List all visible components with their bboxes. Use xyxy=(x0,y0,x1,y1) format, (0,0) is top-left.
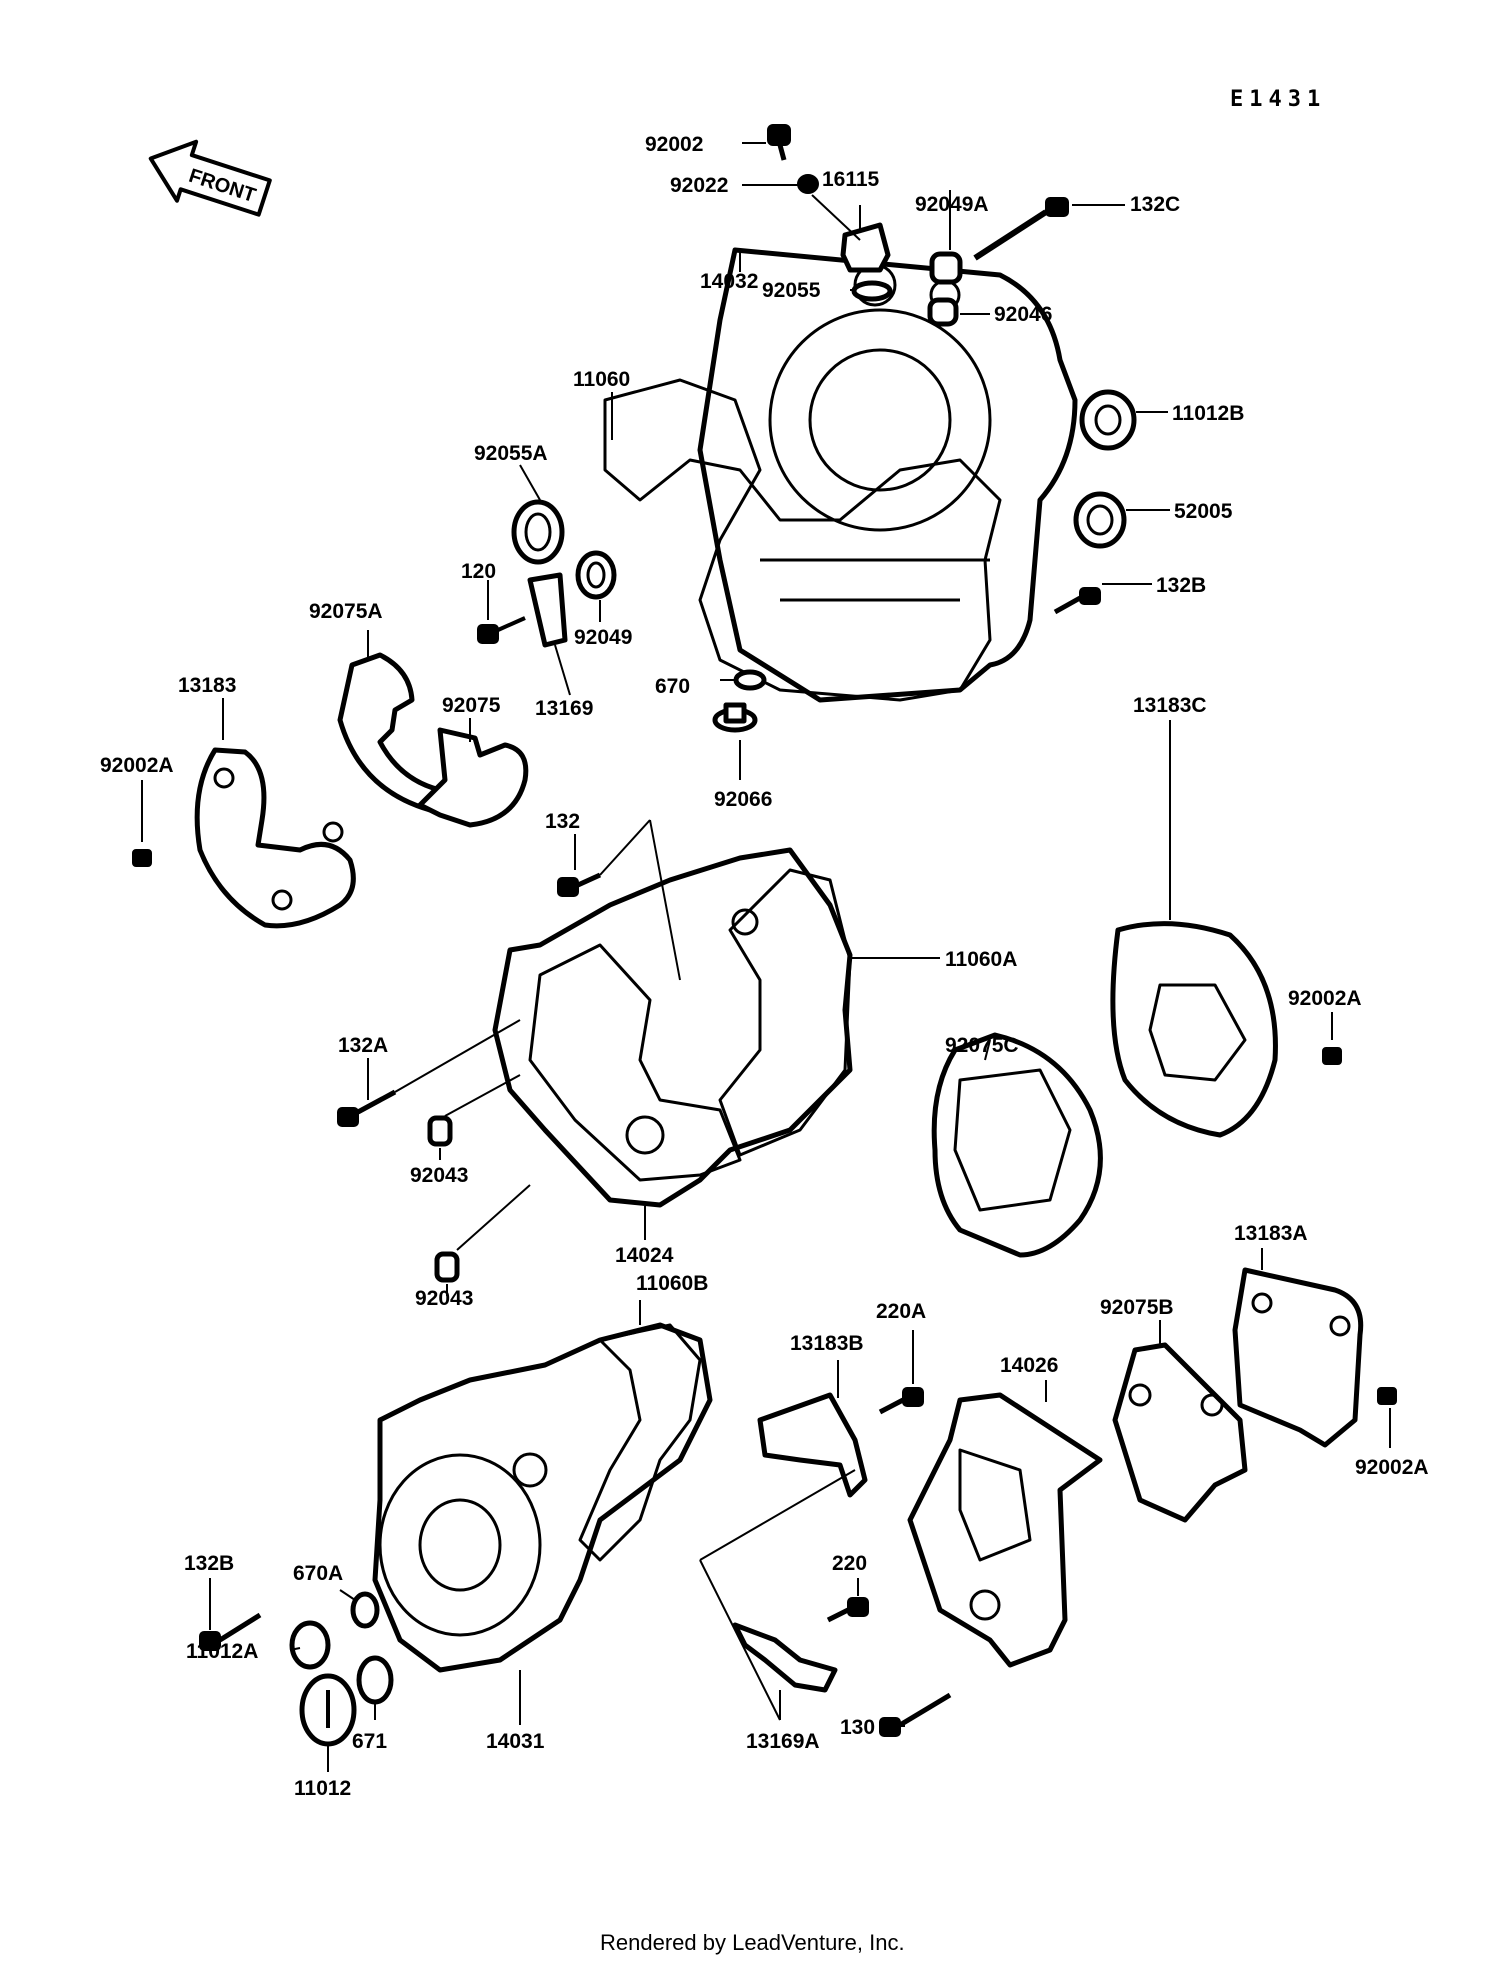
cover-gasket-11060 xyxy=(603,378,1002,702)
guard-plate-92075B xyxy=(1112,1342,1248,1523)
generator-cover-14031 xyxy=(372,1322,713,1673)
o-ring-670A xyxy=(350,1591,380,1629)
label-13183B: 13183B xyxy=(790,1332,864,1355)
oil-filler-cap-16115 xyxy=(840,222,891,273)
label-13169: 13169 xyxy=(535,697,593,720)
cap-11012A xyxy=(289,1620,331,1670)
bolt-92002A-low xyxy=(1377,1387,1397,1405)
label-92046: 92046 xyxy=(994,303,1052,326)
label-16115: 16115 xyxy=(822,168,880,191)
bracket-13169A xyxy=(732,1622,838,1693)
bracket-13169 xyxy=(527,572,568,648)
bolt-132C xyxy=(973,197,1069,261)
oil-seal-11012B xyxy=(1079,389,1137,451)
label-132A: 132A xyxy=(338,1034,388,1057)
label-92075: 92075 xyxy=(442,694,501,717)
guard-plate-92075A xyxy=(337,652,443,813)
label-92075C: 92075C xyxy=(945,1034,1019,1057)
bolt-92002A-right xyxy=(1322,1047,1342,1065)
label-92002: 92002 xyxy=(645,133,703,156)
label-220: 220 xyxy=(832,1552,867,1575)
washer-670 xyxy=(733,669,767,691)
collar-92046 xyxy=(927,297,959,327)
label-92075B: 92075B xyxy=(1100,1296,1174,1319)
oil-seal-92055A xyxy=(511,499,565,565)
label-220A: 220A xyxy=(876,1300,926,1323)
o-ring-92055 xyxy=(851,280,893,302)
label-92075A: 92075A xyxy=(309,600,383,623)
label-132B-top: 132B xyxy=(1156,574,1206,597)
leader-lines xyxy=(141,142,1391,1772)
label-14024: 14024 xyxy=(615,1244,674,1267)
label-11060: 11060 xyxy=(573,368,630,391)
bolt-92002A-left xyxy=(132,849,152,867)
bolt-132B-low xyxy=(199,1612,262,1651)
cap-11012 xyxy=(299,1673,357,1747)
bolt-92002 xyxy=(767,124,791,161)
label-92043-a: 92043 xyxy=(410,1164,468,1187)
engine-sprocket-cover-14026 xyxy=(907,1392,1103,1668)
dowel-pin-92043-a xyxy=(427,1115,453,1147)
washer-92022 xyxy=(797,174,819,194)
label-120: 120 xyxy=(461,560,496,583)
dowel-pin-92043-b xyxy=(434,1251,460,1283)
cover-plate-13183 xyxy=(194,747,356,929)
cover-plate-13183A xyxy=(1232,1267,1364,1448)
label-11060A: 11060A xyxy=(945,948,1017,971)
front-arrow-icon: FRONT xyxy=(148,139,272,217)
label-92002A-right: 92002A xyxy=(1288,987,1362,1010)
seal-52005 xyxy=(1073,491,1127,549)
washer-92049 xyxy=(575,550,617,600)
label-92022: 92022 xyxy=(670,174,728,197)
bolt-220A xyxy=(878,1387,924,1415)
bolt-132B-top xyxy=(1053,587,1101,615)
o-ring-671 xyxy=(356,1655,394,1705)
label-11012A: 11012A xyxy=(186,1640,258,1663)
label-14032: 14032 xyxy=(700,270,758,293)
label-92002A-low: 92002A xyxy=(1355,1456,1429,1479)
label-11060B: 11060B xyxy=(636,1272,708,1295)
label-11012: 11012 xyxy=(294,1777,351,1800)
label-670A: 670A xyxy=(293,1562,343,1585)
part-labels: 92002 92022 16115 92049A 132C 14032 9205… xyxy=(100,133,1429,1800)
footer-credit: Rendered by LeadVenture, Inc. xyxy=(600,1930,905,1955)
diagram-code: E1431 xyxy=(1230,87,1326,112)
guard-plate-92075 xyxy=(417,727,529,828)
label-130: 130 xyxy=(840,1716,875,1739)
label-14031: 14031 xyxy=(486,1730,545,1753)
label-92002A-left: 92002A xyxy=(100,754,174,777)
bolt-132A xyxy=(337,1089,397,1127)
label-671: 671 xyxy=(352,1730,387,1753)
label-14026: 14026 xyxy=(1000,1354,1058,1377)
label-13183C: 13183C xyxy=(1133,694,1207,717)
label-132: 132 xyxy=(545,810,580,833)
guard-plate-92075C xyxy=(931,1032,1103,1258)
label-13183A: 13183A xyxy=(1234,1222,1308,1245)
cover-plate-13183C xyxy=(1110,921,1278,1138)
label-92055: 92055 xyxy=(762,279,821,302)
label-13169A: 13169A xyxy=(746,1730,820,1753)
label-92066: 92066 xyxy=(714,788,772,811)
label-670: 670 xyxy=(655,675,690,698)
label-92055A: 92055A xyxy=(474,442,548,465)
label-92049: 92049 xyxy=(574,626,632,649)
gasket-11060B xyxy=(578,1323,702,1562)
bolt-132 xyxy=(557,872,602,897)
label-132C: 132C xyxy=(1130,193,1180,216)
bolt-120 xyxy=(477,616,526,644)
label-11012B: 11012B xyxy=(1172,402,1244,425)
collar-92049A xyxy=(929,251,963,285)
bolt-130 xyxy=(879,1692,952,1737)
clutch-cover-14024 xyxy=(492,847,853,1208)
bolt-220 xyxy=(826,1597,869,1623)
bracket-13183B xyxy=(757,1392,868,1498)
label-92043-b: 92043 xyxy=(415,1287,473,1310)
label-92049A: 92049A xyxy=(915,193,989,216)
gasket-11060A xyxy=(718,868,852,1157)
label-13183: 13183 xyxy=(178,674,236,697)
drain-plug-92066 xyxy=(712,702,758,733)
label-132B-low: 132B xyxy=(184,1552,234,1575)
label-52005: 52005 xyxy=(1174,500,1233,523)
